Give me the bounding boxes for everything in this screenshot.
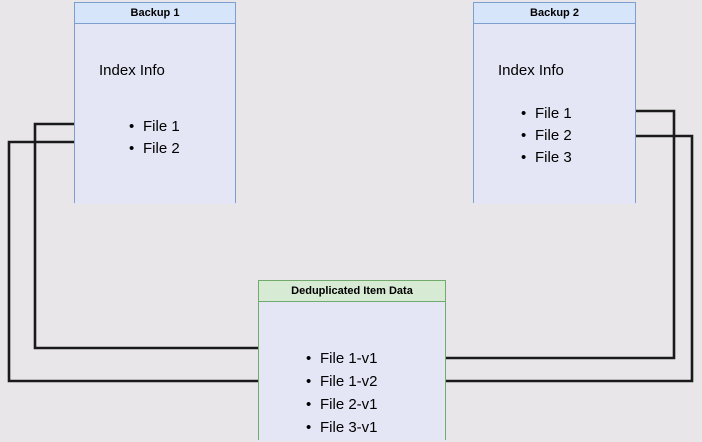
backup-1-file-item: File 1 bbox=[127, 116, 180, 138]
backup-1-body: Index Info File 1 File 2 bbox=[75, 24, 235, 204]
backup-1-file-item: File 2 bbox=[127, 138, 180, 160]
dedup-file-item: File 1-v2 bbox=[304, 370, 378, 393]
backup-1-file-list: File 1 File 2 bbox=[127, 116, 180, 160]
backup-2-file-list: File 1 File 2 File 3 bbox=[519, 103, 572, 169]
backup-2-body: Index Info File 1 File 2 File 3 bbox=[474, 24, 635, 204]
backup-2-file-item: File 1 bbox=[519, 103, 572, 125]
backup-1-box[interactable]: Backup 1 Index Info File 1 File 2 bbox=[74, 2, 236, 204]
dedup-file-list: File 1-v1 File 1-v2 File 2-v1 File 3-v1 bbox=[304, 347, 378, 439]
deduplicated-item-data-title: Deduplicated Item Data bbox=[259, 281, 445, 302]
dedup-file-item: File 2-v1 bbox=[304, 393, 378, 416]
backup-2-file-item: File 3 bbox=[519, 147, 572, 169]
dedup-file-item: File 3-v1 bbox=[304, 416, 378, 439]
deduplicated-item-data-box[interactable]: Deduplicated Item Data File 1-v1 File 1-… bbox=[258, 280, 446, 441]
backup-1-index-info-label: Index Info bbox=[99, 62, 165, 79]
backup-2-index-info-label: Index Info bbox=[498, 62, 564, 79]
backup-2-title: Backup 2 bbox=[474, 3, 635, 24]
backup-2-box[interactable]: Backup 2 Index Info File 1 File 2 File 3 bbox=[473, 2, 636, 204]
deduplicated-item-data-body: File 1-v1 File 1-v2 File 2-v1 File 3-v1 bbox=[259, 302, 445, 441]
backup-2-file-item: File 2 bbox=[519, 125, 572, 147]
dedup-file-item: File 1-v1 bbox=[304, 347, 378, 370]
backup-1-title: Backup 1 bbox=[75, 3, 235, 24]
